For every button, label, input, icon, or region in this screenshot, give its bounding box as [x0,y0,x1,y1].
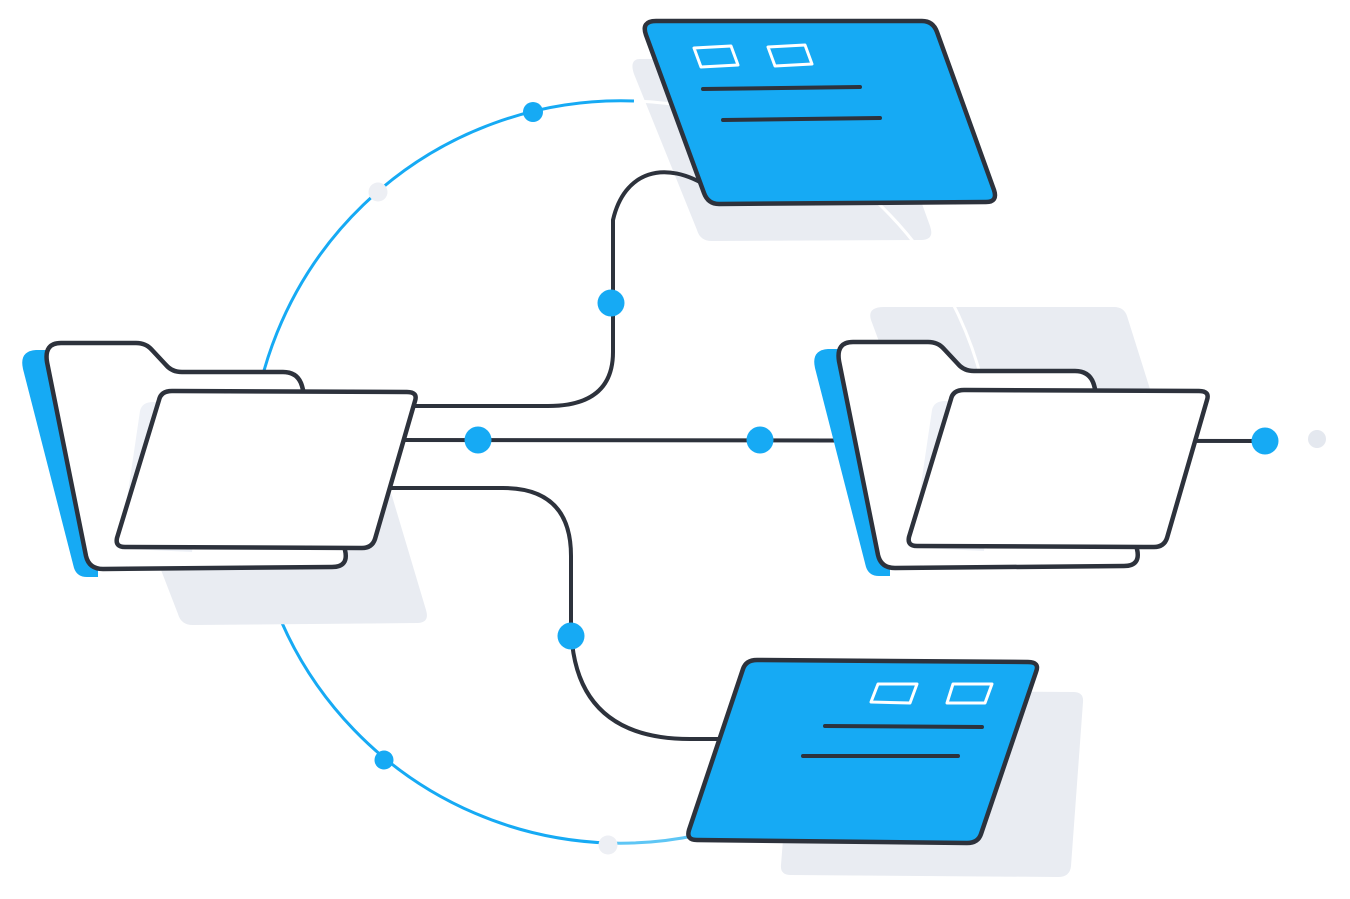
card-tab-icon-2 [945,682,994,705]
card-tab-icon-2 [766,43,814,68]
card-text-line-2 [721,116,882,122]
top-document-card [642,18,998,207]
link-dot-top-card [597,289,625,317]
card-tab-icon-1 [692,44,740,69]
connector-top-card-to-left-folder [410,170,712,408]
connector-left-folder-to-bottom-card [382,486,726,741]
card-tab-icon-1 [869,682,919,705]
card-text-line-1 [823,724,984,729]
orbit-dot-lower-left-blue [374,750,394,770]
link-dot-middle-right [746,426,774,454]
link-dot-middle-left [464,426,492,454]
orbit-dot-top-blue [523,102,543,122]
left-folder [22,343,415,577]
satellite-dot-far-right [1308,430,1326,448]
bottom-document-card [686,657,1040,846]
orbit-dot-bottom-white [598,835,618,855]
orbit-dot-upper-left-white [368,182,388,202]
card-text-line-1 [701,85,862,91]
orbit-arc-fade [607,833,699,845]
link-dot-right-end [1251,427,1279,455]
link-dot-bottom-card [557,622,585,650]
right-folder [814,342,1207,576]
card-body [686,657,1040,846]
